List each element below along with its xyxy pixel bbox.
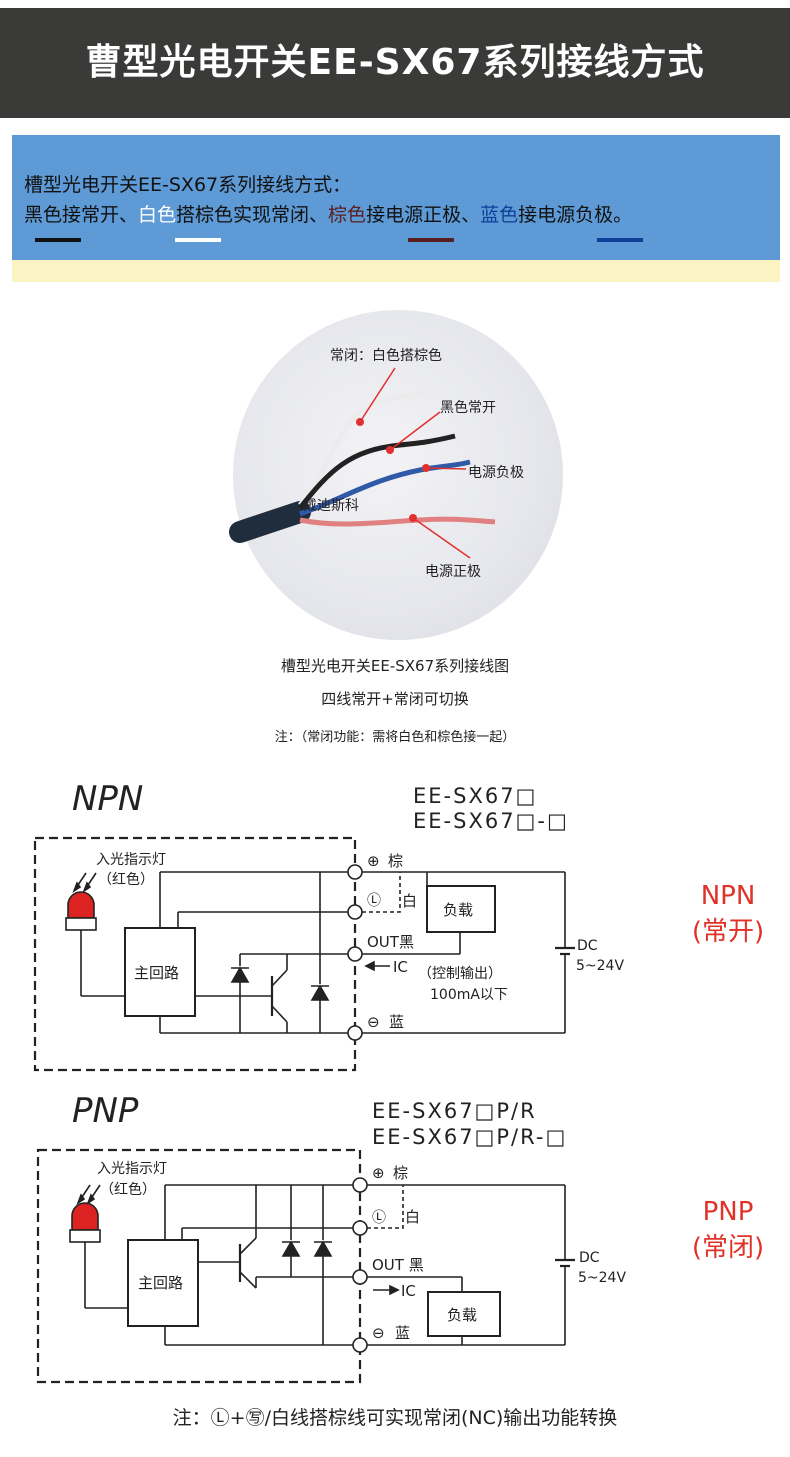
pnp-terminal-minus bbox=[352, 1337, 368, 1353]
npn-minus-symbol: ⊖ bbox=[367, 1013, 380, 1031]
pnp-blue-label: 蓝 bbox=[395, 1324, 410, 1342]
info-heading: 槽型光电开关EE-SX67系列接线方式： bbox=[24, 174, 352, 196]
npn-led-label: 入光指示灯 bbox=[96, 852, 166, 868]
label-brand: 戴迪斯科 bbox=[303, 498, 359, 514]
cable-jacket bbox=[229, 501, 311, 543]
pnp-sensor-box bbox=[36, 1148, 362, 1384]
npn-current-limit: 100mA以下 bbox=[430, 987, 508, 1003]
npn-l-symbol: Ⓛ bbox=[367, 893, 381, 909]
npn-dc-label: DC bbox=[577, 938, 598, 954]
page-title: 曹型光电开关EE-SX67系列接线方式 bbox=[85, 42, 705, 83]
pnp-side-mode: (常闭) bbox=[692, 1233, 764, 1263]
npn-out-label: OUT黑 bbox=[367, 933, 414, 951]
pnp-led bbox=[71, 1202, 99, 1231]
npn-ic-label: IC bbox=[393, 958, 408, 976]
footer-note: 注：Ⓛ+㊢/白线搭棕线可实现常闭(NC)输出功能转换 bbox=[173, 1407, 618, 1429]
info-box bbox=[12, 135, 780, 260]
info-part-brown: 棕色 bbox=[328, 204, 367, 226]
white-swatch bbox=[175, 238, 221, 242]
brown-swatch bbox=[408, 238, 454, 242]
pnp-brown-label: 棕 bbox=[393, 1164, 408, 1182]
pnp-led-label: 入光指示灯 bbox=[97, 1161, 167, 1177]
npn-main-circuit: 主回路 bbox=[134, 964, 179, 982]
pnp-voltage-label: 5~24V bbox=[578, 1270, 626, 1286]
npn-led bbox=[67, 891, 95, 919]
pnp-load-box bbox=[427, 1291, 501, 1337]
info-part-black: 黑色接常开、 bbox=[24, 204, 139, 226]
label-negative: 电源负极 bbox=[468, 465, 524, 481]
npn-side-mode: (常开) bbox=[692, 917, 764, 947]
npn-control-output: （控制输出） bbox=[418, 966, 502, 982]
npn-model-1: EE-SX67□ bbox=[413, 784, 537, 808]
info-part-blue: 蓝色 bbox=[480, 204, 519, 226]
pnp-minus-symbol: ⊖ bbox=[372, 1324, 385, 1342]
photo-subcaption: 四线常开+常闭可切换 bbox=[321, 690, 469, 708]
wire-illustration bbox=[229, 367, 496, 559]
pnp-model-2: EE-SX67□P/R-□ bbox=[372, 1125, 567, 1149]
info-part-white: 白色 bbox=[138, 204, 177, 226]
npn-load-box bbox=[426, 885, 496, 933]
pnp-led-color: （红色） bbox=[100, 1181, 156, 1198]
pnp-main-circuit-box bbox=[127, 1239, 199, 1327]
blue-swatch bbox=[597, 238, 643, 242]
pnp-side-title: PNP bbox=[703, 1197, 754, 1227]
npn-load-label: 负载 bbox=[443, 901, 473, 919]
pnp-plus-symbol: ⊕ bbox=[372, 1164, 385, 1182]
info-strip bbox=[12, 260, 780, 282]
black-swatch bbox=[35, 238, 81, 242]
npn-blue-label: 蓝 bbox=[389, 1013, 404, 1031]
pnp-load-label: 负载 bbox=[447, 1306, 477, 1324]
pnp-terminal-out bbox=[352, 1269, 368, 1285]
info-part-brown-desc: 接电源正极、 bbox=[366, 204, 481, 226]
npn-plus-symbol: ⊕ bbox=[367, 852, 380, 870]
wire-white bbox=[298, 389, 431, 507]
pnp-main-circuit: 主回路 bbox=[138, 1274, 183, 1292]
pnp-white-label: 白 bbox=[405, 1208, 420, 1226]
pnp-out-label: OUT 黑 bbox=[372, 1256, 424, 1274]
info-part-blue-desc: 接电源负极。 bbox=[518, 204, 633, 226]
npn-heading: NPN bbox=[72, 779, 143, 819]
npn-terminal-minus bbox=[347, 1025, 363, 1041]
label-black-no: 黑色常开 bbox=[440, 400, 496, 416]
info-part-white-desc: 搭棕色实现常闭、 bbox=[176, 204, 329, 226]
npn-terminal-out bbox=[347, 946, 363, 962]
pnp-terminal-plus bbox=[352, 1177, 368, 1193]
photo-note: 注：（常闭功能：需将白色和棕色接一起） bbox=[274, 730, 516, 745]
pnp-heading: PNP bbox=[72, 1091, 139, 1131]
pnp-model-1: EE-SX67□P/R bbox=[372, 1099, 537, 1123]
npn-model-2: EE-SX67□-□ bbox=[413, 809, 569, 833]
pnp-l-symbol: Ⓛ bbox=[372, 1210, 386, 1226]
pnp-ic-label: IC bbox=[401, 1282, 416, 1300]
info-description: 黑色接常开、白色搭棕色实现常闭、棕色接电源正极、蓝色接电源负极。 bbox=[24, 200, 632, 227]
npn-side-title: NPN bbox=[701, 881, 756, 911]
pnp-dc-label: DC bbox=[579, 1250, 600, 1266]
title-bar: 曹型光电开关EE-SX67系列接线方式 bbox=[0, 8, 790, 118]
npn-brown-label: 棕 bbox=[388, 852, 403, 870]
pnp-terminal-l bbox=[352, 1220, 368, 1236]
npn-terminal-l bbox=[347, 904, 363, 920]
npn-white-label: 白 bbox=[402, 892, 417, 910]
npn-led-color: （红色） bbox=[98, 871, 154, 888]
label-normally-closed: 常闭：白色搭棕色 bbox=[330, 348, 442, 364]
npn-terminal-plus bbox=[347, 864, 363, 880]
label-positive: 电源正极 bbox=[425, 564, 481, 580]
npn-voltage-label: 5~24V bbox=[576, 958, 624, 974]
photo-caption: 槽型光电开关EE-SX67系列接线图 bbox=[280, 657, 510, 675]
wire-blue bbox=[299, 459, 471, 517]
